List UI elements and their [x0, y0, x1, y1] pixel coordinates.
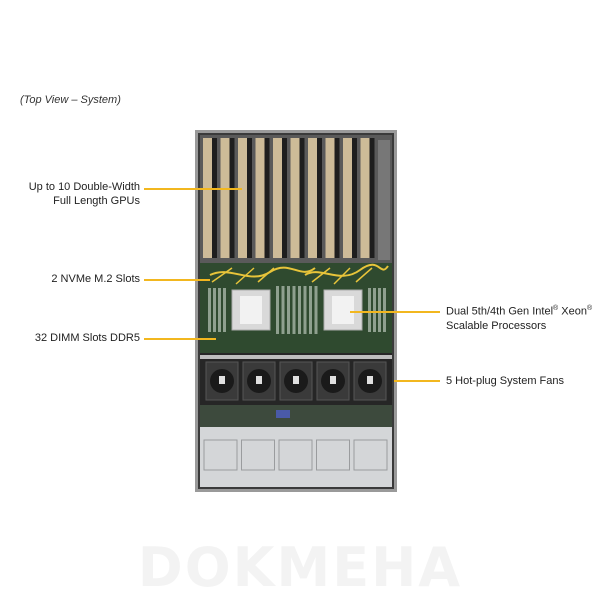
- fan-hub-label: [219, 376, 225, 384]
- gpu-card-bracket: [352, 138, 357, 258]
- gpu-card-bracket: [299, 138, 305, 258]
- label-fans: 5 Hot-plug System Fans: [446, 375, 564, 387]
- gpu-card: [273, 138, 282, 258]
- label-gpus-line1: Up to 10 Double-Width: [28, 181, 140, 193]
- gpu-card: [220, 138, 230, 258]
- label-cpu-line2: Scalable Processors: [446, 319, 547, 332]
- cable-bundle-right: [304, 263, 389, 277]
- cpu-heatsink-1-top: [240, 296, 262, 324]
- dimm-slot: [276, 286, 279, 334]
- dimm-slot: [218, 288, 221, 332]
- fan-hub-label: [330, 376, 336, 384]
- gpu-card: [290, 138, 300, 258]
- dimm-slot: [378, 288, 381, 332]
- leader-fans: [394, 380, 440, 382]
- fan-hub-label: [256, 376, 262, 384]
- fan-hub-label: [293, 376, 299, 384]
- cable-strands-right: [311, 267, 373, 285]
- label-gpus: Up to 10 Double-Width Full Length GPUs: [20, 180, 140, 208]
- front-connector: [276, 410, 290, 418]
- dimm-slot: [298, 286, 301, 334]
- dimm-slots-group: [208, 286, 386, 334]
- gpu-card: [308, 138, 317, 258]
- leader-nvme: [144, 279, 210, 281]
- label-cpu: Dual 5th/4th Gen Intel® Xeon® Scalable P…: [446, 302, 596, 333]
- gpu-card: [238, 138, 247, 258]
- label-gpus-line2: Full Length GPUs: [53, 195, 140, 207]
- fan-tray-rail: [200, 355, 392, 359]
- drive-bay: [316, 439, 350, 471]
- dimm-slot: [303, 286, 307, 334]
- leader-gpus: [144, 188, 242, 190]
- gpu-card: [325, 138, 335, 258]
- dimm-slot: [223, 288, 226, 332]
- dimm-slot: [213, 288, 216, 332]
- view-caption: (Top View – System): [20, 94, 121, 106]
- cable-strands-left: [211, 267, 275, 285]
- cpu-heatsink-2-top: [332, 296, 354, 324]
- gpu-card-bracket: [229, 138, 235, 258]
- side-riser: [378, 140, 390, 260]
- watermark: DOKMEHA: [137, 536, 463, 599]
- gpu-card-bracket: [317, 138, 322, 258]
- drive-bay: [353, 439, 388, 471]
- dimm-slot: [287, 286, 290, 334]
- gpu-card: [343, 138, 352, 258]
- drive-bays-group: [203, 439, 388, 471]
- gpu-card-bracket: [369, 138, 375, 258]
- gpu-card-bracket: [334, 138, 340, 258]
- drive-bay: [278, 439, 313, 471]
- dimm-slot: [373, 288, 376, 332]
- dimm-slot: [368, 288, 371, 332]
- drive-bay: [203, 439, 238, 471]
- fan-hub-label: [367, 376, 373, 384]
- gpu-card-bracket: [282, 138, 287, 258]
- label-nvme: 2 NVMe M.2 Slots: [51, 273, 140, 285]
- leader-dimm: [144, 338, 216, 340]
- dimm-slot: [309, 286, 312, 334]
- dimm-slot: [383, 288, 386, 332]
- gpu-card-bracket: [212, 138, 217, 258]
- dimm-slot: [314, 286, 318, 334]
- gpu-card-bracket: [247, 138, 252, 258]
- drive-bay: [241, 439, 275, 471]
- gpu-card: [255, 138, 265, 258]
- dimm-slot: [208, 288, 211, 332]
- leader-cpu: [350, 311, 440, 313]
- front-board: [200, 405, 392, 427]
- label-cpu-line1: Dual 5th/4th Gen Intel® Xeon®: [446, 305, 593, 318]
- gpu-card: [203, 138, 212, 258]
- gpu-card: [360, 138, 370, 258]
- gpu-cards-group: [203, 138, 375, 258]
- fans-group: [205, 361, 387, 401]
- gpu-card-bracket: [264, 138, 270, 258]
- dimm-slot: [281, 286, 285, 334]
- label-dimm: 32 DIMM Slots DDR5: [34, 332, 140, 344]
- dimm-slot: [292, 286, 296, 334]
